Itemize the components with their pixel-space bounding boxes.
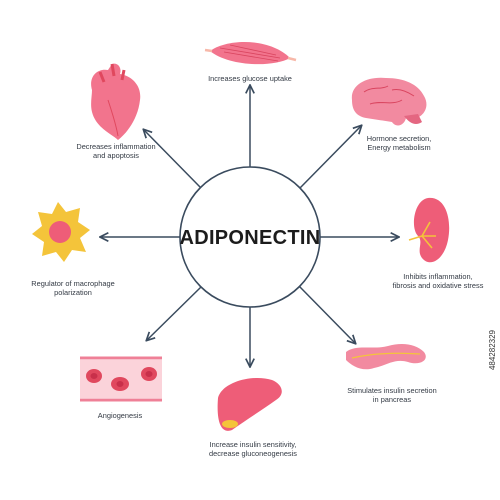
label-top-left: Decreases inflammation and apoptosis xyxy=(64,142,168,160)
label-top-right-line2: Energy metabolism xyxy=(367,143,431,152)
label-bottom-right-line1: Stimulates insulin secretion xyxy=(347,386,437,395)
arrow-bottom-right xyxy=(298,285,355,343)
label-bottom: Increase insulin sensitivity, decrease g… xyxy=(196,440,310,458)
label-left: Regulator of macrophage polarization xyxy=(24,279,122,297)
label-right-line2: fibrosis and oxidative stress xyxy=(392,281,484,290)
heart-icon xyxy=(91,63,141,140)
arrow-top-right xyxy=(299,126,361,189)
pancreas-icon xyxy=(346,344,426,370)
label-right-line1: Inhibits inflammation, xyxy=(403,272,473,281)
center-title: ADIPONECTIN xyxy=(179,227,321,249)
blood-vessel-icon xyxy=(80,356,162,402)
liver-icon xyxy=(217,378,282,431)
label-bottom-line1: Increase insulin sensitivity, xyxy=(209,440,297,449)
brain-icon xyxy=(351,77,427,126)
label-top-right-line1: Hormone secretion, xyxy=(366,134,432,143)
label-top-right: Hormone secretion, Energy metabolism xyxy=(344,134,454,152)
arrow-top-left xyxy=(144,130,201,188)
label-bottom-right: Stimulates insulin secretion in pancreas xyxy=(336,386,448,404)
label-left-line1: Regulator of macrophage xyxy=(31,279,115,288)
stock-id: 484282329 xyxy=(488,330,497,371)
label-top-left-line1: Decreases inflammation xyxy=(76,142,156,151)
label-top-line1: Increases glucose uptake xyxy=(208,74,292,83)
label-top-left-line2: and apoptosis xyxy=(92,151,140,160)
label-left-line2: polarization xyxy=(54,288,92,297)
label-bottom-right-line2: in pancreas xyxy=(372,395,412,404)
kidney-icon xyxy=(408,197,450,263)
label-bottom-line2: decrease gluconeogenesis xyxy=(209,449,297,458)
muscle-icon xyxy=(204,41,297,65)
label-right: Inhibits inflammation, fibrosis and oxid… xyxy=(380,272,496,290)
label-bottom-left: Angiogenesis xyxy=(72,411,168,420)
label-bottom-left-line1: Angiogenesis xyxy=(97,411,143,420)
label-top: Increases glucose uptake xyxy=(180,74,320,83)
macrophage-icon xyxy=(32,202,90,262)
arrow-bottom-left xyxy=(147,286,202,340)
